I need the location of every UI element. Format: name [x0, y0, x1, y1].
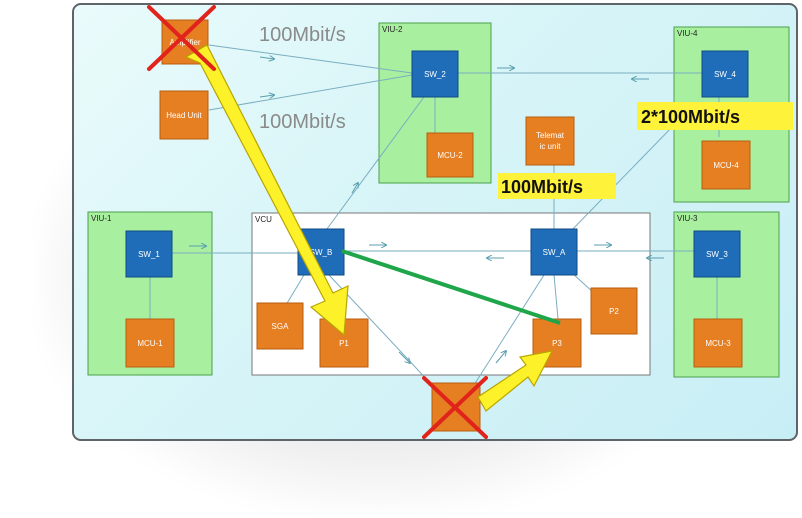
- p3-label: P3: [552, 339, 562, 348]
- sga-label: SGA: [272, 322, 290, 331]
- diagram-frame: VIU-2 VIU-4 VIU-1 VIU-3 VCU: [72, 3, 798, 441]
- sw-4-label: SW_4: [714, 70, 736, 79]
- sw-b-label: SW_B: [310, 248, 333, 257]
- p1-label: P1: [339, 339, 349, 348]
- yellow-arrow-bottom-p3: [477, 350, 554, 412]
- sga-node: SGA: [256, 302, 304, 350]
- p3-node: P3: [532, 318, 582, 368]
- sw-3-node: SW_3: [693, 230, 741, 278]
- telematic-unit-node: Telemat ic unit: [525, 116, 575, 166]
- highlight-2x100-text: 2*100Mbit/s: [641, 107, 740, 127]
- sw-2-node: SW_2: [411, 50, 459, 98]
- highlight-100-center: 100Mbit/s: [498, 173, 616, 199]
- link-swa-bottom: [473, 274, 545, 386]
- bandwidth-label-bottom: 100Mbit/s: [259, 111, 346, 133]
- mcu-2-label: MCU-2: [437, 151, 463, 160]
- zone-viu3-label: VIU-3: [677, 214, 698, 223]
- link-amplifier-sw2: [208, 44, 413, 74]
- zone-viu4-label: VIU-4: [677, 29, 698, 38]
- link-headunit-sw2: [208, 74, 413, 111]
- direction-arrows: [189, 57, 664, 363]
- mcu-1-node: MCU-1: [125, 318, 175, 368]
- link-swa-p2: [571, 272, 595, 294]
- sw-a-node: SW_A: [530, 228, 578, 276]
- zone-vcu-label: VCU: [255, 215, 272, 224]
- link-swa-p3: [553, 274, 559, 320]
- sw-1-label: SW_1: [138, 250, 160, 259]
- sw-3-label: SW_3: [706, 250, 728, 259]
- highlight-100-center-text: 100Mbit/s: [501, 177, 583, 197]
- sw-a-label: SW_A: [543, 248, 566, 257]
- bandwidth-label-top: 100Mbit/s: [259, 24, 346, 46]
- mcu-2-node: MCU-2: [426, 132, 474, 178]
- link-sw2-swb: [323, 96, 425, 234]
- mcu-3-node: MCU-3: [693, 318, 743, 368]
- mcu-1-label: MCU-1: [137, 339, 163, 348]
- mcu-4-label: MCU-4: [713, 161, 739, 170]
- highlight-2x100: 2*100Mbit/s: [637, 102, 793, 130]
- telematic-label-line1: Telemat: [536, 131, 565, 140]
- link-swa-sw4: [568, 124, 675, 234]
- telematic-label-line2: ic unit: [540, 142, 562, 151]
- network-diagram: VIU-2 VIU-4 VIU-1 VIU-3 VCU: [87, 5, 793, 439]
- p2-label: P2: [609, 307, 619, 316]
- red-x-cross-amplifier: [147, 5, 216, 71]
- head-unit-node: Head Unit: [159, 90, 209, 140]
- reroute-green-line: [341, 249, 561, 325]
- link-swb-sga: [285, 274, 305, 306]
- zone-viu2-label: VIU-2: [382, 25, 403, 34]
- sw-4-node: SW_4: [701, 50, 749, 98]
- head-unit-label: Head Unit: [166, 111, 202, 120]
- sw-1-node: SW_1: [125, 230, 173, 278]
- p2-node: P2: [590, 287, 638, 335]
- yellow-arrow-amplifier-p1: [184, 44, 349, 337]
- red-x-cross-bottom: [422, 376, 488, 439]
- zone-viu1-label: VIU-1: [91, 214, 112, 223]
- mcu-4-node: MCU-4: [701, 140, 751, 190]
- mcu-3-label: MCU-3: [705, 339, 731, 348]
- sw-2-label: SW_2: [424, 70, 446, 79]
